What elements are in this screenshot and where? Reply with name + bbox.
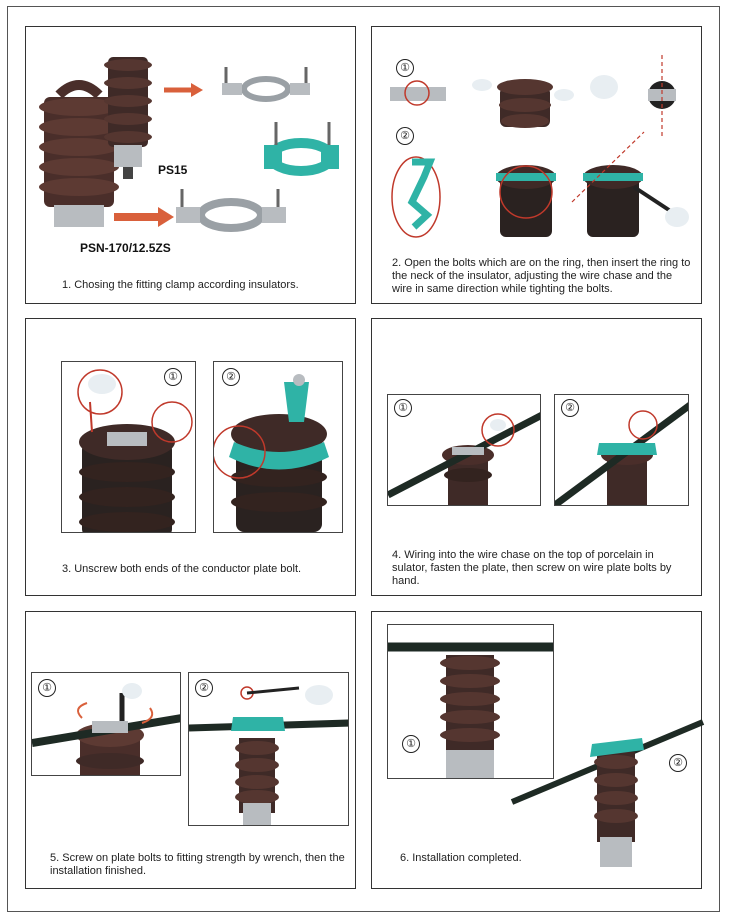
label-psn: PSN-170/12.5ZS [80,241,171,255]
metal-clamp-small [222,67,310,102]
caption-step-3: 3. Unscrew both ends of the conductor pl… [62,563,302,575]
panel-step-1: PS15 PSN-170/12.5ZS 1. Chosing the fitti… [25,26,356,304]
step-3-mark-1: ① [164,368,182,386]
step-3-image-1: ① [61,361,196,533]
step-6-image-1: ① [387,624,554,779]
step-mark-2: ② [396,127,414,145]
insulator-psn-illustration [39,57,339,232]
step-2-illustration [390,55,689,238]
step-5-image-1: ① [31,672,181,776]
step-4-mark-2: ② [561,399,579,417]
metal-clamp-large [176,189,286,232]
caption-step-4: 4. Wiring into the wire chase on the top… [392,549,672,587]
step-6-mark-2: ② [669,754,687,772]
panel-step-3: ① ② 3. Unscrew both ends of the conducto… [25,318,356,596]
panel-step-2: ① ② [371,26,702,304]
panel-step-6: ① ② 6. Installation completed. [371,611,705,889]
teal-clamp [264,122,339,176]
step-5-image-2: ② [188,672,349,826]
step-4-image-1: ① [387,394,541,506]
step-5-mark-1: ① [38,679,56,697]
step-6-image-2 [510,719,705,867]
label-ps15: PS15 [158,163,188,177]
caption-step-5: 5. Screw on plate bolts to fitting stren… [50,852,345,877]
step-4-image-2: ② [554,394,689,506]
panel-step-5: ① ② 5. Screw on plate bolts to fitting s… [25,611,356,889]
step-5-mark-2: ② [195,679,213,697]
step-mark-1: ① [396,59,414,77]
caption-step-6: 6. Installation completed. [400,852,522,864]
panel-step-4: ① ② 4. Wiring into the wire chase on the… [371,318,702,596]
step-3-mark-2: ② [222,368,240,386]
step-6-mark-1: ① [402,735,420,753]
page-frame [7,6,720,912]
caption-step-2: 2. Open the bolts which are on the ring,… [392,257,691,295]
step-4-mark-1: ① [394,399,412,417]
step-3-image-2: ② [213,361,343,533]
caption-step-1: 1. Chosing the fitting clamp according i… [62,279,299,291]
